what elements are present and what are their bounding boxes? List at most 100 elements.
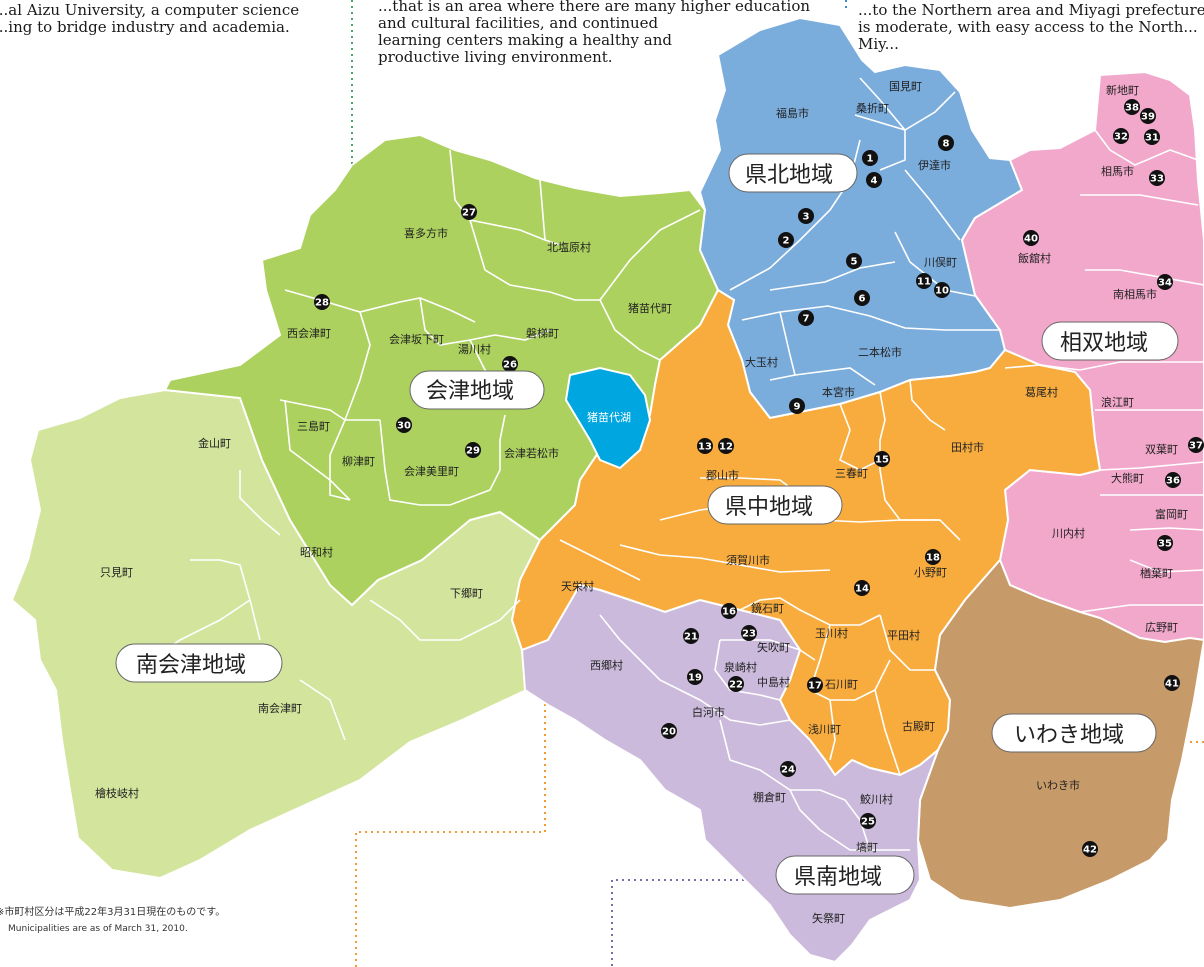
label-bandai: 磐梯町 [526, 326, 559, 340]
marker-circle [728, 676, 744, 692]
marker-circle [1165, 472, 1181, 488]
label-asakawa: 浅川町 [808, 723, 841, 736]
label-tanagura: 棚倉町 [753, 790, 786, 804]
marker-number: 25 [861, 817, 875, 828]
marker-circle [854, 290, 870, 306]
intro-text-left: ...al Aizu University, a computer scienc… [0, 1, 300, 36]
label-tamura: 田村市 [951, 440, 984, 454]
marker-12: 12 [718, 438, 734, 454]
label-sukagawa: 須賀川市 [726, 553, 770, 567]
marker-circle [874, 451, 890, 467]
label-fukushima: 福島市 [776, 106, 809, 120]
label-shinchi: 新地町 [1106, 83, 1139, 97]
marker-36: 36 [1165, 472, 1181, 488]
marker-5: 5 [846, 253, 862, 269]
marker-number: 39 [1141, 112, 1155, 123]
label-otama: 大玉村 [745, 355, 778, 369]
marker-number: 42 [1083, 845, 1097, 856]
region-pills: 県北地域 相双地域 会津地域 県中地域 南会津地域 いわき地域 県南地域 [115, 153, 1179, 895]
label-ono: 小野町 [914, 566, 947, 579]
marker-circle [461, 204, 477, 220]
region-name-kenpoku: 県北地域 [745, 163, 833, 188]
label-kunimi: 国見町 [889, 80, 922, 93]
marker-6: 6 [854, 290, 870, 306]
marker-circle [1140, 108, 1156, 124]
marker-circle [721, 603, 737, 619]
label-yamatsuri: 矢祭町 [812, 911, 845, 925]
marker-number: 20 [662, 727, 676, 738]
marker-circle [687, 669, 703, 685]
label-shirakawa: 白河市 [692, 705, 725, 719]
marker-circle [846, 253, 862, 269]
region-pill-iwaki[interactable]: いわき地域 [991, 713, 1157, 753]
marker-17: 17 [807, 677, 823, 693]
marker-35: 35 [1157, 535, 1173, 551]
label-kawamata: 川俣町 [924, 255, 957, 269]
marker-number: 9 [794, 402, 801, 413]
marker-circle [789, 398, 805, 414]
region-pill-kennan[interactable]: 県南地域 [775, 855, 915, 895]
marker-circle [697, 438, 713, 454]
label-motomiya: 本宮市 [822, 385, 855, 399]
marker-16: 16 [721, 603, 737, 619]
marker-number: 3 [803, 212, 810, 223]
label-hanawa: 塙町 [856, 840, 878, 854]
marker-32: 32 [1113, 128, 1129, 144]
label-nishigo: 西郷村 [590, 658, 623, 672]
marker-circle [798, 310, 814, 326]
note-japanese: ※市町村区分は平成22年3月31日現在のものです。 [0, 907, 226, 918]
marker-25: 25 [860, 813, 876, 829]
marker-number: 7 [803, 314, 810, 325]
marker-number: 10 [935, 286, 949, 297]
marker-circle [862, 150, 878, 166]
marker-22: 22 [728, 676, 744, 692]
marker-circle [807, 677, 823, 693]
marker-circle [1149, 170, 1165, 186]
marker-circle [778, 232, 794, 248]
label-koori: 桑折町 [856, 101, 889, 115]
marker-circle [314, 294, 330, 310]
marker-number: 23 [742, 629, 756, 640]
label-izumizaki: 泉崎村 [724, 660, 757, 674]
marker-23: 23 [741, 625, 757, 641]
marker-number: 34 [1158, 278, 1172, 289]
region-name-kenchu: 県中地域 [725, 495, 813, 520]
region-name-minami-aizu: 南会津地域 [136, 653, 246, 678]
marker-14: 14 [854, 580, 870, 596]
marker-circle [661, 723, 677, 739]
marker-number: 37 [1189, 441, 1203, 452]
label-minamisoma: 南相馬市 [1113, 287, 1157, 301]
region-pill-soso[interactable]: 相双地域 [1041, 321, 1179, 361]
marker-18: 18 [925, 549, 941, 565]
marker-29: 29 [465, 442, 481, 458]
label-showa: 昭和村 [300, 545, 333, 559]
label-nishiaizu: 西会津町 [287, 327, 331, 340]
marker-number: 21 [684, 632, 698, 643]
region-pill-kenpoku[interactable]: 県北地域 [728, 153, 858, 193]
marker-number: 4 [871, 176, 878, 187]
marker-number: 6 [859, 294, 866, 305]
region-pill-aizu[interactable]: 会津地域 [409, 370, 545, 410]
marker-circle [1113, 128, 1129, 144]
intro-text-middle: ...that is an area where there are many … [378, 0, 811, 66]
region-pill-minami-aizu[interactable]: 南会津地域 [115, 643, 283, 683]
label-lake: 猪苗代湖 [587, 411, 631, 424]
marker-number: 35 [1158, 539, 1172, 550]
label-inawashiro: 猪苗代町 [628, 302, 672, 315]
label-miharu: 三春町 [835, 467, 868, 480]
label-kawauchi: 川内村 [1052, 526, 1085, 540]
label-nakajima: 中島村 [757, 675, 790, 689]
marker-circle [916, 273, 932, 289]
label-kitashiobara: 北塩原村 [547, 240, 591, 254]
marker-number: 32 [1114, 132, 1128, 143]
marker-20: 20 [661, 723, 677, 739]
marker-circle [741, 625, 757, 641]
marker-circle [1023, 230, 1039, 246]
marker-number: 19 [688, 673, 702, 684]
marker-number: 14 [855, 584, 869, 595]
marker-number: 36 [1166, 476, 1180, 487]
label-tadami: 只見町 [100, 566, 133, 579]
label-shimogo: 下郷町 [450, 586, 483, 600]
region-pill-kenchu[interactable]: 県中地域 [707, 485, 843, 525]
